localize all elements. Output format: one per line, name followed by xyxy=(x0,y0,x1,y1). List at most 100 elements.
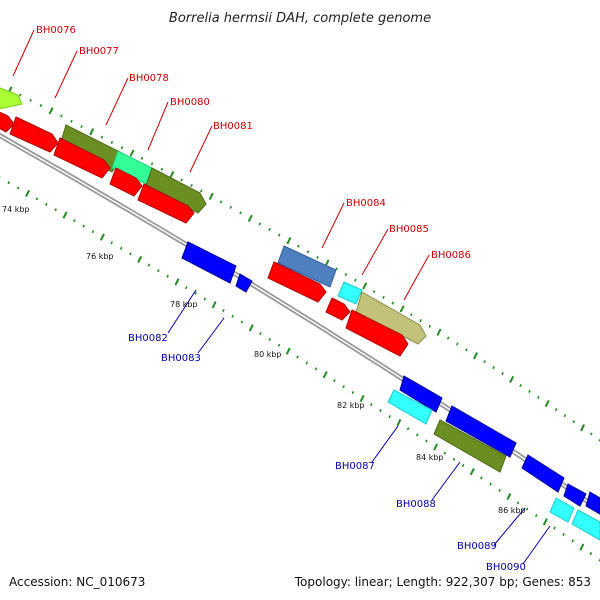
track-tick xyxy=(469,468,475,476)
gene-bar[interactable] xyxy=(235,273,253,293)
ruler-label: 74 kbp xyxy=(2,205,30,214)
track-tick xyxy=(7,181,11,185)
track-tick xyxy=(542,518,548,526)
track-tick xyxy=(180,178,184,182)
track-tick xyxy=(174,278,180,286)
gene-bar[interactable] xyxy=(337,281,363,305)
track-tick xyxy=(428,324,432,328)
ruler-label: 86 kbp xyxy=(498,506,526,515)
ruler-label: 76 kbp xyxy=(86,252,114,261)
gene-bar[interactable] xyxy=(0,110,15,133)
gene-bar[interactable] xyxy=(585,491,600,515)
gene-bar[interactable] xyxy=(111,150,153,185)
gene-bar[interactable] xyxy=(325,297,351,321)
track-tick xyxy=(498,488,502,492)
gene-bar[interactable] xyxy=(345,309,409,357)
outer-dotted-track xyxy=(7,86,600,442)
track-tick xyxy=(406,427,410,431)
gene-bar[interactable] xyxy=(9,116,59,153)
gene-bar[interactable] xyxy=(267,261,327,303)
track-tick xyxy=(110,140,114,144)
gene-label[interactable]: BH0078 xyxy=(129,73,169,84)
gene-label[interactable]: BH0080 xyxy=(170,97,210,108)
track-tick xyxy=(351,391,355,395)
track-tick xyxy=(516,501,520,505)
gene-bar[interactable] xyxy=(0,86,23,110)
track-tick xyxy=(44,202,48,206)
gene-bar[interactable] xyxy=(549,497,575,523)
gene-bar[interactable] xyxy=(53,137,111,179)
gene-bar[interactable] xyxy=(109,167,143,197)
gene-label[interactable]: BH0090 xyxy=(486,562,526,573)
track-tick xyxy=(465,348,468,352)
gene-bar[interactable] xyxy=(277,245,337,288)
gene-label[interactable]: BH0081 xyxy=(213,121,253,132)
track-tick xyxy=(157,269,160,273)
gene-bar[interactable] xyxy=(571,509,600,541)
track-tick xyxy=(25,189,30,198)
track-tick xyxy=(452,457,456,461)
track-tick xyxy=(166,274,169,278)
gene-bar[interactable] xyxy=(521,454,565,493)
track-tick xyxy=(506,492,512,501)
track-tick xyxy=(137,255,143,264)
gene-label[interactable]: BH0089 xyxy=(457,541,497,552)
track-tick xyxy=(248,324,254,332)
track-tick xyxy=(396,419,402,427)
gene-label[interactable]: BH0088 xyxy=(396,499,436,510)
gene-bar[interactable] xyxy=(445,405,517,458)
gene-label[interactable]: BH0077 xyxy=(79,46,119,57)
track-tick xyxy=(359,394,365,403)
gene-bar[interactable] xyxy=(387,389,433,425)
track-tick xyxy=(525,507,529,511)
track-tick xyxy=(110,241,114,245)
track-tick xyxy=(410,313,413,317)
gene-bar[interactable] xyxy=(137,183,195,224)
track-tick xyxy=(305,361,309,365)
track-tick xyxy=(229,205,233,209)
gene-bar[interactable] xyxy=(563,483,587,507)
gene-bar[interactable] xyxy=(399,375,443,413)
gene-label[interactable]: BH0082 xyxy=(128,333,168,344)
track-tick xyxy=(572,420,576,424)
track-tick xyxy=(247,214,253,222)
gene-label[interactable]: BH0085 xyxy=(389,224,429,235)
track-tick xyxy=(589,432,593,436)
track-tick xyxy=(461,463,465,468)
track-tick xyxy=(415,433,419,437)
gene-bar[interactable] xyxy=(433,419,507,473)
gene-bar[interactable] xyxy=(145,167,207,214)
track-tick xyxy=(563,414,567,418)
track-tick xyxy=(35,197,39,201)
gene-bar[interactable] xyxy=(355,291,427,345)
track-tick xyxy=(433,443,439,451)
track-tick xyxy=(571,539,575,543)
track-tick xyxy=(297,244,300,248)
track-tick xyxy=(443,451,447,455)
track-tick xyxy=(436,328,442,336)
track-tick xyxy=(100,135,104,139)
track-tick xyxy=(322,371,328,379)
track-tick xyxy=(129,149,135,157)
gene-label[interactable]: BH0083 xyxy=(161,353,201,364)
track-tick xyxy=(589,552,593,556)
track-tick xyxy=(501,372,504,376)
track-tick xyxy=(296,355,299,359)
track-tick xyxy=(203,297,207,301)
track-tick xyxy=(99,233,105,241)
track-tick xyxy=(268,337,272,341)
track-tick xyxy=(344,272,348,277)
gene-label[interactable]: BH0076 xyxy=(36,25,76,36)
gene-bar[interactable] xyxy=(181,241,237,284)
track-tick xyxy=(534,513,538,517)
track-tick xyxy=(190,183,193,187)
gene-label[interactable]: BH0084 xyxy=(346,198,386,209)
gene-label[interactable]: BH0086 xyxy=(431,250,471,261)
track-tick xyxy=(362,282,368,290)
track-tick xyxy=(333,379,336,383)
gene-label[interactable]: BH0087 xyxy=(335,461,375,472)
track-tick xyxy=(342,385,345,389)
track-tick xyxy=(82,224,86,228)
track-tick xyxy=(18,93,22,97)
track-tick xyxy=(240,320,244,324)
